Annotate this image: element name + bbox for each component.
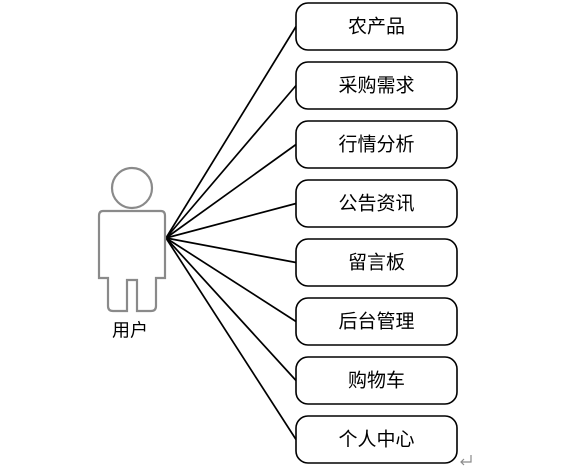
use-case-label: 个人中心 [338,429,414,451]
use-case-box [295,415,458,464]
connector-line [165,84,297,239]
use-case-box [295,61,458,110]
connector-line [165,143,297,239]
use-case-label: 公告资讯 [338,193,414,215]
connector-line [165,237,297,440]
actor-body-icon [97,209,167,313]
actor-label: 用户 [112,321,148,342]
use-case-node: 公告资讯 [295,179,458,228]
use-case-node: 采购需求 [295,61,458,110]
connector-line [165,237,297,382]
use-case-box [295,356,458,405]
actor-head-icon [110,166,154,210]
use-case-box [295,238,458,287]
connector-line [165,202,297,239]
connector-line [165,26,297,239]
use-case-label: 留言板 [348,252,405,274]
use-case-node: 留言板 [295,238,458,287]
use-case-label: 农产品 [348,16,405,38]
use-case-box [295,179,458,228]
use-case-label: 采购需求 [338,75,414,97]
use-case-label: 购物车 [348,370,405,392]
actor: 用户 [97,166,167,342]
use-case-node: 农产品 [295,2,458,51]
use-case-box [295,2,458,51]
use-case-box [295,297,458,346]
use-case-node: 行情分析 [295,120,458,169]
connector-lines [165,26,297,440]
connector-line [165,237,297,264]
use-case-node: 购物车 [295,356,458,405]
connector-line [165,237,297,323]
use-case-node: 后台管理 [295,297,458,346]
return-arrow-icon [460,455,472,466]
use-case-label: 后台管理 [338,311,414,333]
use-case-node: 个人中心 [295,415,458,464]
use-case-label: 行情分析 [338,134,414,156]
use-case-box [295,120,458,169]
